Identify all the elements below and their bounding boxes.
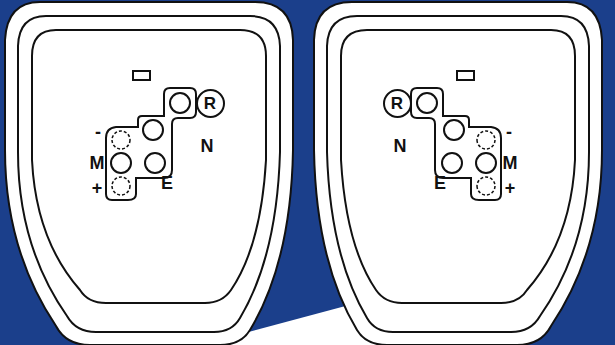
position-label: - [506,123,512,141]
position-letter: R [391,95,403,112]
selector-plate-right [314,2,602,345]
position-label: M [90,154,105,172]
position-label: M [503,154,518,172]
position-label: E [434,174,446,192]
selector-plate-left [5,2,293,345]
position-letter: R [204,95,216,112]
position-label: + [505,179,516,197]
circled-position: R [196,89,225,118]
position-label: E [161,174,173,192]
position-label: + [92,179,103,197]
circled-position: R [383,89,412,118]
position-label: - [95,123,101,141]
position-label: N [394,137,407,155]
position-label: N [201,137,214,155]
